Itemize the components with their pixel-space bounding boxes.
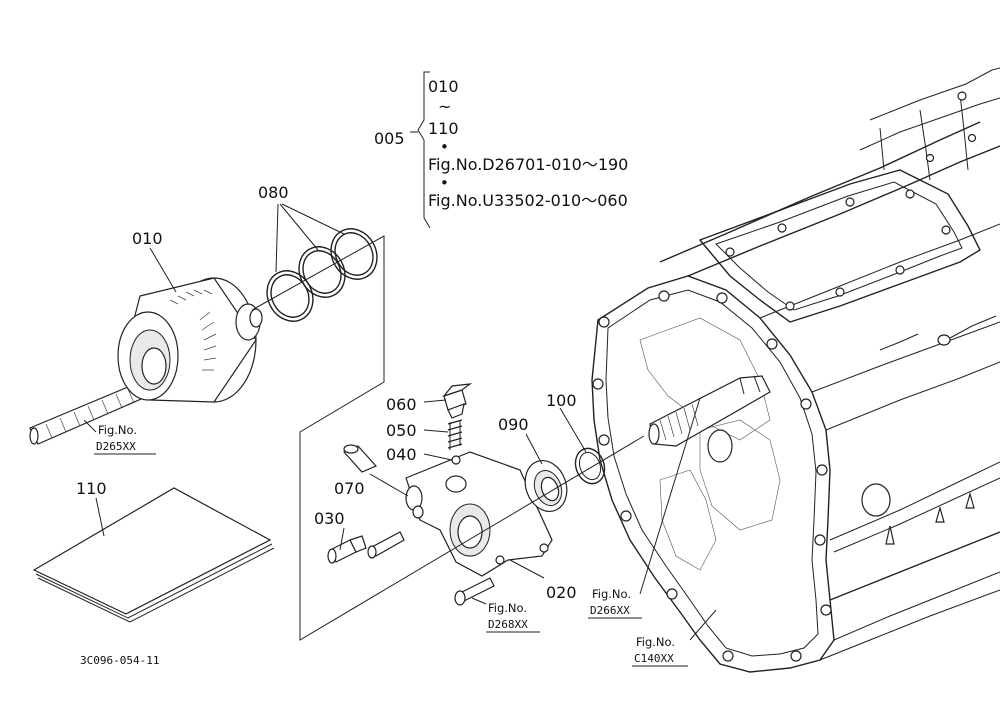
svg-text:Fig.No.: Fig.No. xyxy=(592,587,631,601)
fig-ref-d266[interactable]: Fig.No. D266XX xyxy=(588,587,642,619)
label-040: 040 xyxy=(386,445,417,464)
set-range-tilde: ~ xyxy=(438,97,451,116)
spring-050 xyxy=(447,419,463,450)
svg-text:D268XX: D268XX xyxy=(488,618,528,631)
fig-ref-d268[interactable]: Fig.No. D268XX xyxy=(486,601,540,633)
svg-text:Fig.No.: Fig.No. xyxy=(98,423,137,437)
label-070: 070 xyxy=(334,479,365,498)
svg-text:D265XX: D265XX xyxy=(96,440,136,453)
manual-110 xyxy=(32,487,275,623)
set-bullet-2: • xyxy=(440,174,449,192)
snap-ring-100 xyxy=(574,447,606,485)
clutch-pack-010 xyxy=(29,277,263,445)
label-030: 030 xyxy=(314,509,345,528)
set-ref-1: Fig.No.D26701-010～190 xyxy=(428,155,628,174)
label-110: 110 xyxy=(76,479,107,498)
label-050: 050 xyxy=(386,421,417,440)
svg-text:C140XX: C140XX xyxy=(634,652,674,665)
valve-body-020 xyxy=(405,451,553,577)
label-090: 090 xyxy=(498,415,529,434)
set-range-end: 110 xyxy=(428,119,459,138)
fig-ref-d265[interactable]: Fig.No. D265XX xyxy=(94,423,156,455)
transmission-housing xyxy=(591,67,1000,673)
label-005: 005 xyxy=(374,129,405,148)
part-labels: 005 010 080 110 060 050 040 070 030 020 … xyxy=(76,129,577,602)
fig-ref-c140[interactable]: Fig.No. C140XX xyxy=(632,635,688,667)
bolt-center xyxy=(367,531,405,559)
svg-text:Fig.No.: Fig.No. xyxy=(488,601,527,615)
assembly-frame xyxy=(251,235,645,641)
plug-060 xyxy=(442,383,473,419)
label-060: 060 xyxy=(386,395,417,414)
set-range-start: 010 xyxy=(428,77,459,96)
pin-070 xyxy=(342,444,378,473)
label-080: 080 xyxy=(258,183,289,202)
set-info: 010 ~ 110 • Fig.No.D26701-010～190 • Fig.… xyxy=(428,77,628,210)
set-bullet-1: • xyxy=(440,138,449,156)
svg-text:D266XX: D266XX xyxy=(590,604,630,617)
o-rings-080 xyxy=(266,228,378,322)
label-100: 100 xyxy=(546,391,577,410)
set-ref-2: Fig.No.U33502-010～060 xyxy=(428,191,628,210)
bolt-lower xyxy=(454,577,495,606)
input-shaft xyxy=(648,375,771,447)
diagram-code: 3C096-054-11 xyxy=(80,654,159,667)
leader-lines xyxy=(83,71,717,641)
svg-text:Fig.No.: Fig.No. xyxy=(636,635,675,649)
label-010: 010 xyxy=(132,229,163,248)
ball-040 xyxy=(451,455,461,465)
bolt-030 xyxy=(327,535,367,564)
label-020: 020 xyxy=(546,583,577,602)
